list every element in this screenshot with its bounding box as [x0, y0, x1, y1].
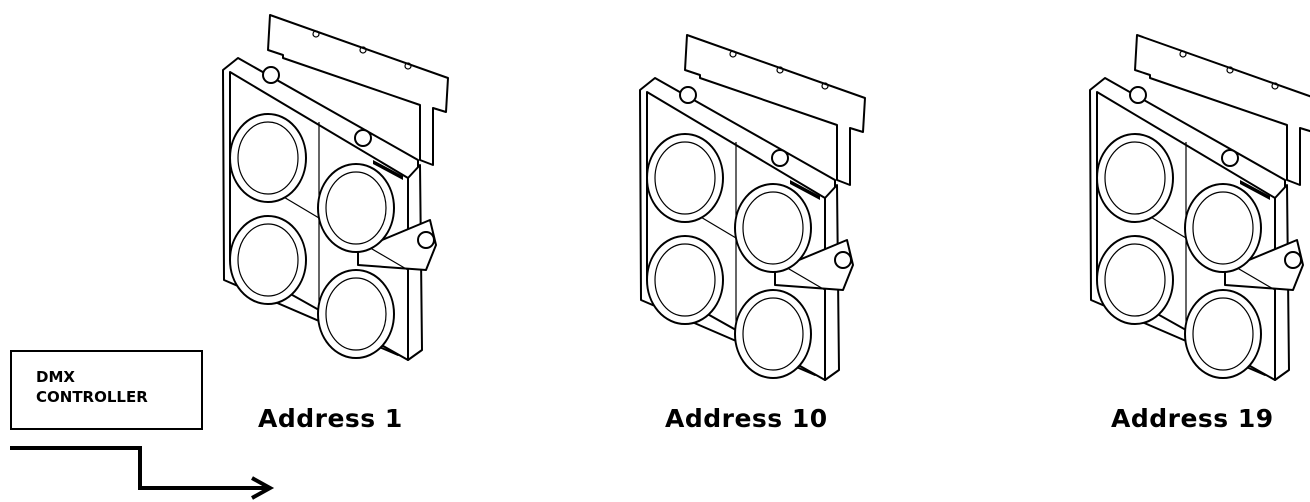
dmx-controller-label-line2: CONTROLLER	[36, 388, 148, 406]
fixture-1-address-label: Address 1	[258, 404, 403, 433]
fixture-3-screw	[1129, 86, 1147, 104]
fixture-1-lens	[229, 113, 395, 359]
dmx-controller-label: DMX CONTROLLER	[36, 367, 148, 407]
fixture-2-knob	[774, 239, 854, 291]
fixture-1-yoke	[267, 14, 449, 166]
fixture-3-address-label: Address 19	[1111, 404, 1274, 433]
fixture-3-icon	[1089, 34, 1310, 381]
fixture-3-lens	[1096, 133, 1262, 379]
fixture-1-knob	[357, 219, 437, 271]
fixture-2-yoke	[684, 34, 866, 186]
fixture-2-icon	[639, 34, 866, 381]
fixture-2-address-label: Address 10	[665, 404, 828, 433]
fixture-2-screw	[679, 86, 697, 104]
fixture-1-icon	[222, 14, 449, 361]
fixture-3-yoke	[1134, 34, 1310, 186]
fixture-1-screw	[262, 66, 280, 84]
dmx-controller-label-line1: DMX	[36, 368, 75, 386]
fixture-3-knob	[1224, 239, 1304, 291]
dmx-controller-box: DMX CONTROLLER	[10, 350, 203, 430]
fixture-2-lens	[646, 133, 812, 379]
